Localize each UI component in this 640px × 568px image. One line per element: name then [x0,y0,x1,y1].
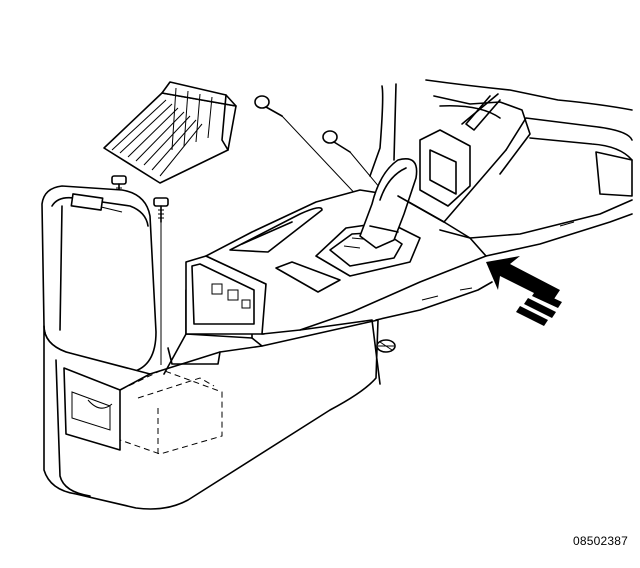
dashboard [369,79,633,321]
storage-tray-insert [103,81,237,184]
gear-shift-lever [359,158,418,249]
figure-code: 08502387 [573,534,628,548]
screw [153,197,169,365]
front-direction-arrow [486,256,562,326]
shifter-console [205,189,487,385]
armrest-lid [41,185,157,373]
